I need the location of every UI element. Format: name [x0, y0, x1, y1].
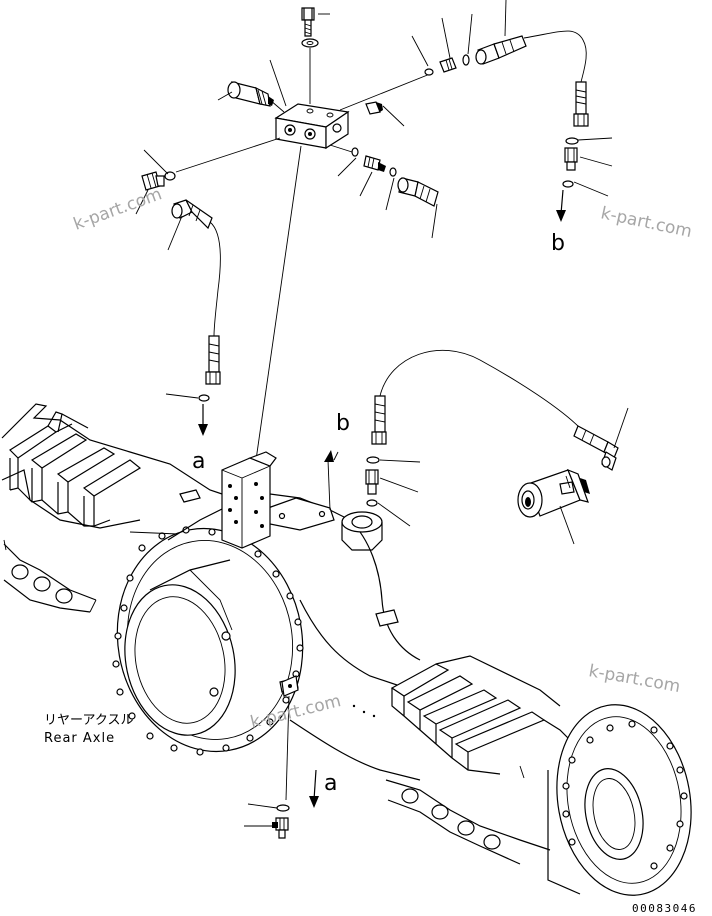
axle-label-jp: リヤーアクスル — [44, 713, 133, 728]
adapter-mid-lower — [365, 469, 379, 495]
ref-label-b-mid: b — [336, 411, 350, 436]
ref-label-b-top: b — [551, 231, 565, 256]
mounting-bracket — [221, 451, 277, 549]
flange-bolt-holes — [112, 526, 304, 756]
watermark-3: k-part.com — [587, 661, 682, 697]
relief-valve — [227, 81, 285, 113]
adapter-left — [141, 171, 165, 191]
hose-end-right — [573, 81, 589, 127]
right-rib-1 — [390, 663, 450, 697]
hose-fitting-left — [171, 199, 213, 230]
hose-fitting-mid — [397, 177, 439, 207]
o-ring-mid-2 — [389, 167, 397, 177]
hose-end-left — [205, 335, 221, 385]
adapter-upper — [439, 57, 457, 73]
right-rib-3 — [422, 689, 498, 725]
frame-rib-3 — [56, 447, 116, 483]
frame-rib-4 — [82, 459, 142, 497]
watermark-1: k-part.com — [71, 184, 165, 234]
frame-rib-2 — [30, 433, 88, 469]
elbow-fitting — [365, 101, 383, 115]
ref-label-a-bottom: a — [324, 771, 337, 796]
axle-flange-right — [547, 704, 692, 896]
watermark-2: k-part.com — [599, 203, 694, 242]
o-ring-upper-1 — [424, 68, 434, 76]
o-ring-mid-4 — [366, 499, 378, 507]
o-ring-upper-2 — [462, 54, 470, 66]
ref-label-a-top: a — [192, 449, 205, 474]
lower-drain-fitting — [244, 675, 299, 839]
right-rib-4 — [438, 699, 522, 739]
o-ring-right-2 — [562, 180, 574, 188]
o-ring-mid-1 — [351, 147, 359, 157]
axle-flange-left — [112, 526, 304, 756]
o-ring-right-1 — [565, 137, 579, 145]
pressure-sensor — [517, 468, 590, 518]
o-ring-left-2 — [198, 394, 210, 402]
top-washer — [301, 38, 319, 48]
mid-sensor-assembly — [365, 349, 629, 545]
right-rib-2 — [406, 675, 474, 711]
adapter-right — [564, 147, 578, 171]
carrier-mount — [341, 511, 383, 551]
o-ring-mid-3 — [366, 456, 380, 464]
top-piping-assembly: b — [135, 0, 613, 474]
hose-end-mid-left — [371, 395, 387, 445]
diagram-number: 00083046 — [632, 902, 697, 915]
o-ring-left-1 — [164, 171, 176, 181]
rear-axle-housing: a b リヤーアクスル Rear Axle — [1, 403, 692, 896]
valve-block — [274, 103, 350, 150]
adapter-mid — [363, 155, 386, 172]
hose-fitting-upper — [475, 35, 527, 65]
top-bolt — [301, 7, 315, 37]
axle-label-en: Rear Axle — [44, 731, 115, 746]
hose-end-sensor — [573, 425, 619, 471]
